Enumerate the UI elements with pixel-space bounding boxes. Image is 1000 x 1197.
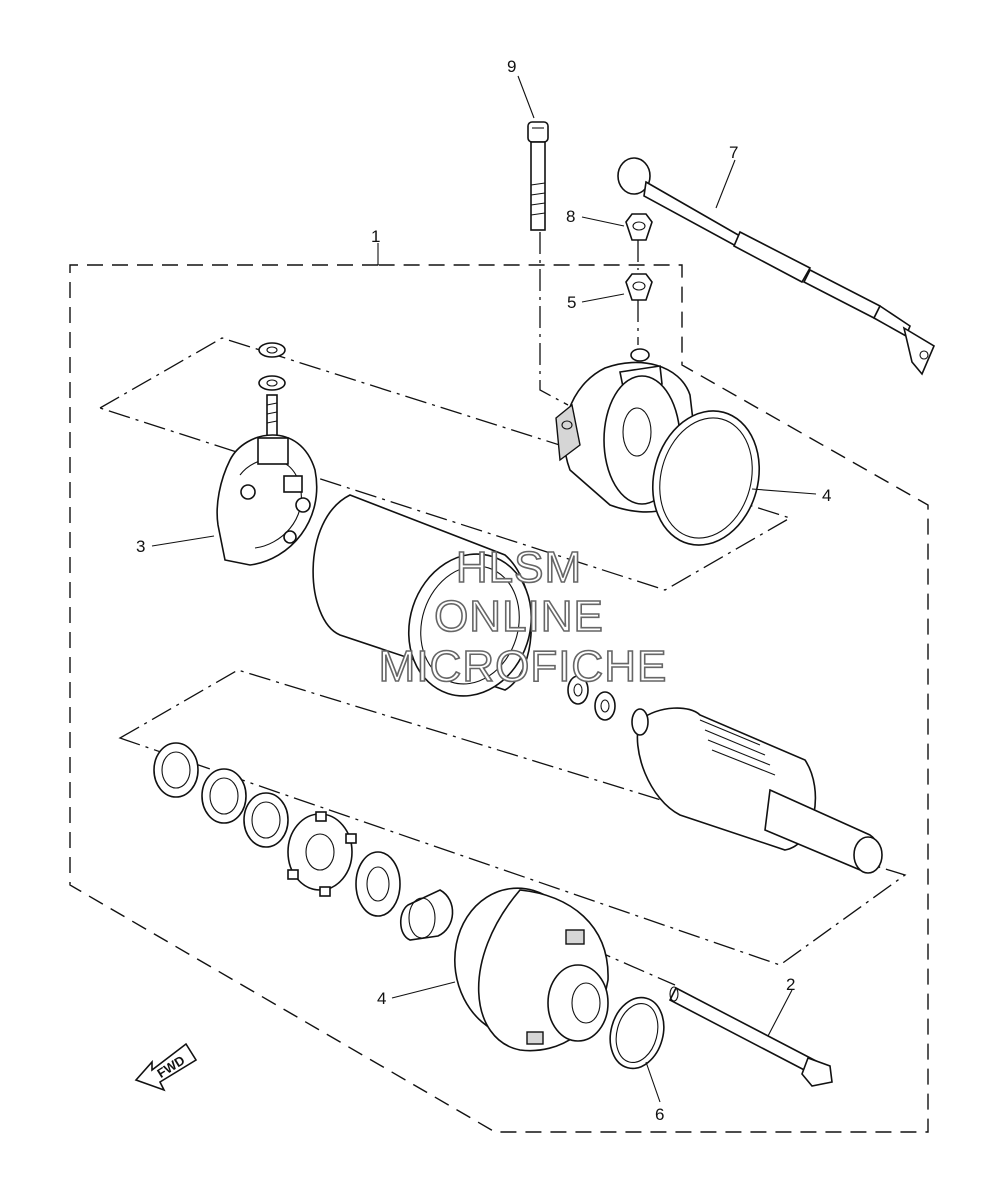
leader-9 xyxy=(517,75,535,119)
leader-2 xyxy=(767,989,793,1037)
leader-4a xyxy=(751,488,817,495)
leader-7 xyxy=(715,159,736,209)
callout-5: 5 xyxy=(567,293,576,312)
rear-cover-4-lower xyxy=(453,887,609,1052)
washer-armature-1-inner xyxy=(573,683,583,697)
fwd-arrow-icon: FWD xyxy=(134,1042,198,1092)
needle-bearing xyxy=(399,889,454,941)
o-ring-4-upper-inner xyxy=(659,417,753,539)
lower-guide-frame xyxy=(118,669,907,966)
callout-2: 2 xyxy=(786,975,795,994)
watermark-line-1: HLSM xyxy=(456,543,582,592)
through-bolt-2 xyxy=(668,986,833,1087)
bolt-9 xyxy=(527,121,549,231)
o-ring-6-inner xyxy=(615,1003,659,1063)
leader-6 xyxy=(645,1061,661,1103)
shim-2-inner xyxy=(209,777,239,815)
watermark-line-3: MICROFICHE xyxy=(379,642,668,691)
callout-1: 1 xyxy=(371,227,380,246)
washer-armature-2 xyxy=(594,691,616,721)
shim-3-inner xyxy=(251,801,281,839)
lock-washer xyxy=(287,811,357,897)
shim-3 xyxy=(243,792,289,848)
callout-4-lower: 4 xyxy=(377,989,386,1008)
bolt-guide-line xyxy=(539,232,569,406)
callout-6: 6 xyxy=(655,1105,664,1124)
watermark-line-2: ONLINE xyxy=(434,592,604,641)
lead-wire-7 xyxy=(617,157,936,376)
upper-guide-frame xyxy=(98,337,792,591)
callout-4-upper: 4 xyxy=(822,486,831,505)
washer-armature-2-inner xyxy=(600,699,610,713)
callout-8: 8 xyxy=(566,207,575,226)
nut-8 xyxy=(625,213,653,241)
oil-seal xyxy=(355,851,401,917)
washer-armature-1 xyxy=(567,675,589,705)
armature xyxy=(631,707,883,874)
nut-5 xyxy=(625,273,653,301)
shim-1 xyxy=(153,742,199,798)
shim-1-inner xyxy=(161,751,191,789)
leader-5 xyxy=(581,293,625,303)
assembly-boundary xyxy=(69,264,929,1133)
callout-7: 7 xyxy=(729,143,738,162)
brush-holder-3 xyxy=(216,342,318,566)
leader-4b xyxy=(391,981,456,999)
callout-3: 3 xyxy=(136,537,145,556)
leader-3 xyxy=(151,535,215,547)
leader-8 xyxy=(581,216,625,227)
callout-9: 9 xyxy=(507,57,516,76)
oil-seal-inner xyxy=(366,866,390,902)
shim-2 xyxy=(201,768,247,824)
yoke xyxy=(312,494,533,697)
o-ring-4-upper xyxy=(651,410,761,546)
